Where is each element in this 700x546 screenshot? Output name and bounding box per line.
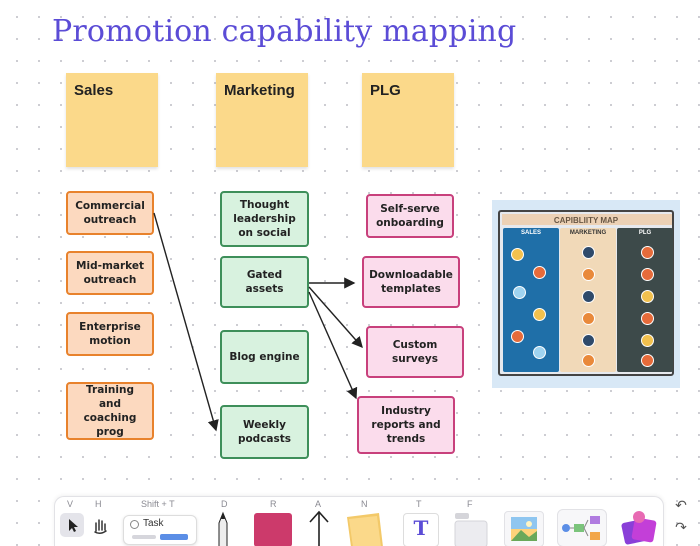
sticky-sales[interactable]: Sales — [66, 73, 158, 167]
frame-icon — [454, 513, 488, 546]
capability-map-image[interactable]: CAPIBLIITY MAP SALES MARKETING PLG — [492, 200, 680, 388]
capability-map-col-sales-label: SALES — [520, 230, 541, 236]
arrow-gated-to-industry[interactable] — [308, 291, 358, 400]
frame-tool[interactable] — [453, 511, 489, 546]
gear-icon — [582, 334, 595, 347]
templates-icon — [621, 511, 657, 545]
templates-tool[interactable] — [619, 507, 659, 546]
star-icon — [641, 246, 654, 259]
diagram-tool[interactable] — [557, 509, 607, 546]
image-icon — [511, 517, 537, 541]
image-tool[interactable] — [504, 511, 544, 546]
rocket-icon — [641, 268, 654, 281]
card-custom-surveys[interactable]: Custom surveys — [366, 326, 464, 378]
star-icon — [641, 334, 654, 347]
text-tool[interactable]: T — [403, 513, 439, 546]
pen-icon — [218, 511, 228, 546]
card-gated-assets[interactable]: Gated assets — [220, 256, 309, 308]
star-icon — [533, 308, 546, 321]
arrow-gated-to-surveys[interactable] — [308, 286, 363, 349]
people-icon — [511, 330, 524, 343]
capability-map-col-marketing: MARKETING — [560, 228, 616, 372]
arrow-icon — [309, 510, 329, 546]
shortcut-sticky: N — [361, 499, 368, 509]
lightbulb-icon — [641, 312, 654, 325]
arrow-tool[interactable] — [307, 509, 331, 546]
select-icon — [69, 519, 78, 532]
capability-map-frame: CAPIBLIITY MAP SALES MARKETING PLG — [498, 210, 674, 376]
star-icon — [533, 266, 546, 279]
megaphone-icon — [582, 246, 595, 259]
sticky-note-tool[interactable] — [345, 511, 385, 546]
text-icon: T — [413, 516, 429, 540]
star-icon — [582, 268, 595, 281]
sticky-sales-label: Sales — [74, 82, 114, 99]
sticky-marketing-label: Marketing — [224, 82, 295, 99]
shortcut-task: Shift + T — [141, 499, 175, 509]
shortcut-rectangle: R — [270, 499, 277, 509]
diagram-icon — [562, 516, 600, 540]
card-self-serve-onboarding[interactable]: Self-serve onboarding — [366, 194, 454, 238]
capability-map-col-plg-label: PLG — [638, 230, 652, 236]
card-blog-engine[interactable]: Blog engine — [220, 330, 309, 384]
arrow-commercial-to-podcasts[interactable] — [153, 212, 219, 432]
star-icon — [533, 346, 546, 359]
card-industry-reports[interactable]: Industry reports and trends — [357, 396, 455, 454]
rectangle-icon — [254, 513, 292, 546]
capability-map-header-band — [502, 214, 672, 225]
card-weekly-podcasts[interactable]: Weekly podcasts — [220, 405, 309, 459]
task-tool-label: Task — [143, 518, 164, 529]
shortcut-text: T — [416, 499, 422, 509]
star-icon — [641, 290, 654, 303]
shortcut-frame: F — [467, 499, 473, 509]
card-training-coaching[interactable]: Training and coaching prog — [66, 382, 154, 440]
card-downloadable-templates[interactable]: Downloadable templates — [362, 256, 460, 308]
card-mid-market-outreach[interactable]: Mid-market outreach — [66, 251, 154, 295]
sticky-note-icon — [347, 513, 383, 546]
sticky-marketing[interactable]: Marketing — [216, 73, 308, 167]
board-title[interactable]: Promotion capability mapping — [52, 14, 517, 49]
shortcut-hand: H — [95, 499, 102, 509]
pen-tool[interactable] — [213, 511, 233, 546]
shortcut-select: V — [67, 499, 74, 509]
history-controls: ↶ ↷ — [670, 498, 692, 546]
card-thought-leadership[interactable]: Thought leadership on social — [220, 191, 309, 247]
task-progress — [160, 534, 188, 540]
chart-icon — [513, 286, 526, 299]
shortcut-arrow: A — [315, 499, 322, 509]
star-icon — [511, 248, 524, 261]
select-tool[interactable] — [60, 513, 84, 537]
creation-toolbar: V H Shift + T D R A N T F Task — [54, 496, 664, 546]
task-icon — [130, 520, 139, 529]
capability-map-title: CAPIBLIITY MAP — [553, 216, 619, 225]
task-tool[interactable]: Task — [123, 515, 197, 545]
star-icon — [582, 354, 595, 367]
card-commercial-outreach[interactable]: Commercial outreach — [66, 191, 154, 235]
capability-map-col-sales: SALES — [503, 228, 559, 372]
shortcut-pen: D — [221, 499, 228, 509]
hand-icon — [94, 519, 107, 535]
star-icon — [582, 312, 595, 325]
card-enterprise-motion[interactable]: Enterprise motion — [66, 312, 154, 356]
capability-map-col-plg: PLG — [617, 228, 673, 372]
star-icon — [641, 354, 654, 367]
rectangle-tool[interactable] — [254, 513, 292, 546]
check-icon — [582, 290, 595, 303]
capability-map-col-marketing-label: MARKETING — [569, 230, 607, 236]
redo-icon[interactable]: ↷ — [675, 520, 687, 536]
sticky-plg-label: PLG — [370, 82, 401, 99]
task-line — [132, 535, 156, 539]
hand-tool[interactable] — [88, 513, 112, 537]
sticky-plg[interactable]: PLG — [362, 73, 454, 167]
undo-icon[interactable]: ↶ — [675, 498, 687, 514]
